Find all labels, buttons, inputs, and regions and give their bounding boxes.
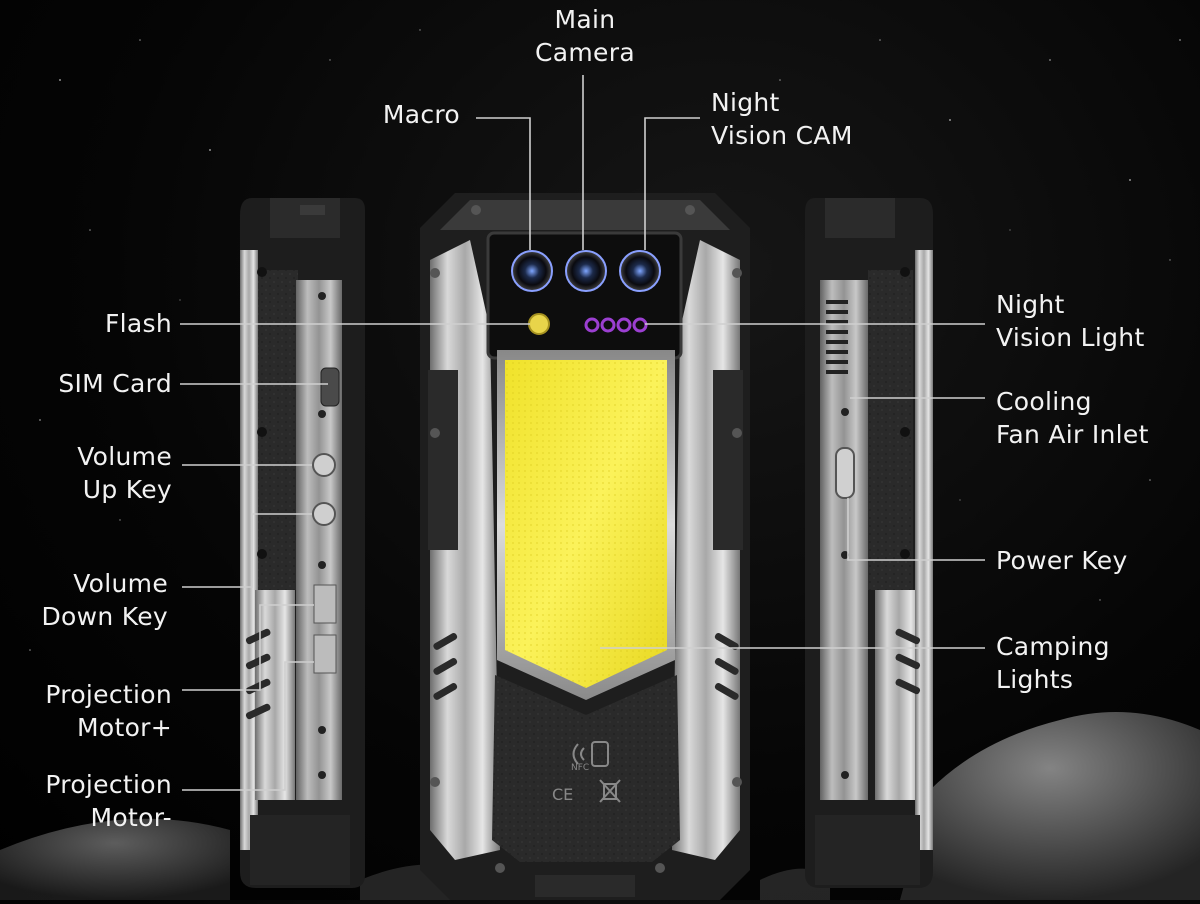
ce-mark-icon: CE	[552, 785, 573, 804]
weee-bin-icon	[599, 779, 621, 803]
label-flash: Flash	[104, 309, 172, 338]
label-cooling-fan-air-inlet: Cooling Fan Air Inlet	[996, 387, 1149, 449]
macro-camera-lens	[511, 250, 553, 292]
label-macro: Macro	[382, 100, 460, 129]
lunar-rock	[900, 712, 1200, 900]
label-sim-card: SIM Card	[58, 369, 172, 398]
nfc-icon	[572, 741, 609, 767]
flash-led	[528, 313, 550, 335]
label-night-vision-cam: Night Vision CAM	[711, 88, 853, 150]
label-projection-motor-minus: Projection Motor-	[45, 770, 172, 832]
phone-back: NFC CE	[420, 193, 750, 900]
label-night-vision-light: Night Vision Light	[996, 290, 1145, 352]
label-power-key: Power Key	[996, 546, 1128, 575]
label-projection-motor-plus: Projection Motor+	[45, 680, 172, 742]
night-vision-camera-lens	[619, 250, 661, 292]
main-camera-lens	[565, 250, 607, 292]
leader-lines	[180, 75, 985, 791]
cooling-fan-grille	[826, 300, 848, 374]
lunar-surface	[0, 818, 230, 900]
night-vision-light-leds	[584, 317, 648, 333]
phone-left-side	[240, 198, 365, 888]
label-camping-lights: Camping Lights	[996, 632, 1110, 694]
label-volume-down-key: Volume Down Key	[41, 569, 168, 631]
svg-text:NFC: NFC	[571, 763, 589, 773]
power-key	[835, 447, 855, 499]
starfield	[29, 29, 1181, 651]
label-main-camera: Main Camera	[535, 5, 635, 67]
phone-right-side	[805, 198, 933, 888]
label-volume-up-key: Volume Up Key	[77, 442, 172, 504]
